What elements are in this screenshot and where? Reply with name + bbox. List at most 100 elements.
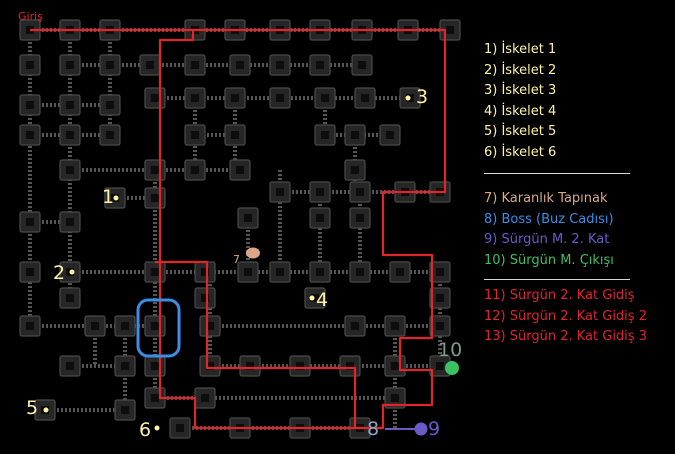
skeleton-2-label: 2 xyxy=(53,262,66,284)
room-core xyxy=(321,131,329,139)
legend-boss: 8) Boss (Buz Cadısı) xyxy=(484,211,614,227)
exile-exit-label: 10 xyxy=(438,339,463,361)
skeleton-4-label: 4 xyxy=(316,289,329,311)
room-core xyxy=(26,61,34,69)
legend-route-1: 11) Sürgün 2. Kat Gidiş xyxy=(484,288,635,303)
room-core xyxy=(106,131,114,139)
skeleton-6-label: 6 xyxy=(139,419,152,441)
room-core xyxy=(66,218,74,226)
room-core xyxy=(391,362,399,370)
legend-skeleton-4: 4) İskelet 4 xyxy=(484,103,557,119)
room-core xyxy=(391,394,399,402)
room-core xyxy=(201,394,209,402)
legend-skeleton-6: 6) İskelet 6 xyxy=(484,144,557,160)
room-core xyxy=(121,406,129,414)
room-core xyxy=(351,322,359,330)
dark-temple-marker xyxy=(246,247,260,259)
exile-exit-marker xyxy=(445,361,459,375)
room-core xyxy=(436,268,444,276)
skeleton-marker xyxy=(113,195,119,201)
room-core xyxy=(356,268,364,276)
route-path xyxy=(30,28,447,430)
room-core xyxy=(316,188,324,196)
room-core xyxy=(346,362,354,370)
temple-label: 7 xyxy=(233,253,240,266)
room-core xyxy=(351,131,359,139)
room-core xyxy=(106,101,114,109)
room-core xyxy=(191,61,199,69)
skeleton-3-label: 3 xyxy=(416,86,429,108)
room-core xyxy=(66,101,74,109)
room-core xyxy=(436,294,444,302)
room-core xyxy=(246,362,254,370)
legend-skeleton-5: 5) İskelet 5 xyxy=(484,124,557,139)
room-core xyxy=(316,268,324,276)
room-core xyxy=(191,94,199,102)
room-core xyxy=(446,26,454,34)
room-core xyxy=(296,362,304,370)
room-core xyxy=(351,166,359,174)
room-core xyxy=(201,294,209,302)
room-core xyxy=(66,362,74,370)
room-core xyxy=(276,188,284,196)
room-core xyxy=(321,94,329,102)
legend-route-2: 12) Sürgün 2. Kat Gidiş 2 xyxy=(484,308,647,324)
room-core xyxy=(276,94,284,102)
skeleton-marker xyxy=(69,269,75,275)
room-core xyxy=(206,322,214,330)
map-legend: 1) İskelet 1 2) İskelet 2 3) İskelet 3 4… xyxy=(484,40,669,348)
room-core xyxy=(26,101,34,109)
room-core xyxy=(358,61,366,69)
room-core xyxy=(191,166,199,174)
skeleton-marker xyxy=(43,407,49,413)
skeleton-marker xyxy=(309,295,315,301)
room-core xyxy=(121,362,129,370)
room-core xyxy=(361,94,369,102)
room-core xyxy=(66,294,74,302)
room-core xyxy=(206,362,214,370)
room-core xyxy=(316,61,324,69)
room-core xyxy=(231,131,239,139)
skeleton-marker xyxy=(154,425,160,431)
legend-route-3: 13) Sürgün 2. Kat Gidiş 3 xyxy=(484,329,647,344)
room-core xyxy=(151,322,159,330)
room-core xyxy=(201,268,209,276)
room-core xyxy=(26,218,34,226)
room-core xyxy=(26,268,34,276)
room-core xyxy=(436,322,444,330)
boss-area-outline xyxy=(136,298,181,358)
room-core xyxy=(244,214,252,222)
room-core xyxy=(146,61,154,69)
route-path xyxy=(155,260,357,428)
room-core xyxy=(66,131,74,139)
room-core xyxy=(191,131,199,139)
skeleton-marker xyxy=(405,95,411,101)
boss-label: 8 xyxy=(367,418,380,440)
exile-floor-marker xyxy=(414,422,428,436)
room-core xyxy=(236,61,244,69)
room-core xyxy=(106,61,114,69)
room-core xyxy=(91,322,99,330)
legend-exile-exit: 10) Sürgün M. Çıkışı xyxy=(484,252,614,268)
room-core xyxy=(436,362,444,370)
room-core xyxy=(66,61,74,69)
room-core xyxy=(386,131,394,139)
room-core xyxy=(231,94,239,102)
room-core xyxy=(356,214,364,222)
room-core xyxy=(244,268,252,276)
room-core xyxy=(151,194,159,202)
legend-dark-temple: 7) Karanlık Tapınak xyxy=(484,191,608,206)
room-core xyxy=(356,188,364,196)
legend-divider xyxy=(484,279,630,280)
room-core xyxy=(151,166,159,174)
room-core xyxy=(396,268,404,276)
room-core xyxy=(26,322,34,330)
legend-exile-floor: 9) Sürgün M. 2. Kat xyxy=(484,232,610,247)
legend-skeleton-1: 1) İskelet 1 xyxy=(484,42,557,57)
room-core xyxy=(391,322,399,330)
room-core xyxy=(316,214,324,222)
room-core xyxy=(121,322,129,330)
room-core xyxy=(151,94,159,102)
room-core xyxy=(151,362,159,370)
